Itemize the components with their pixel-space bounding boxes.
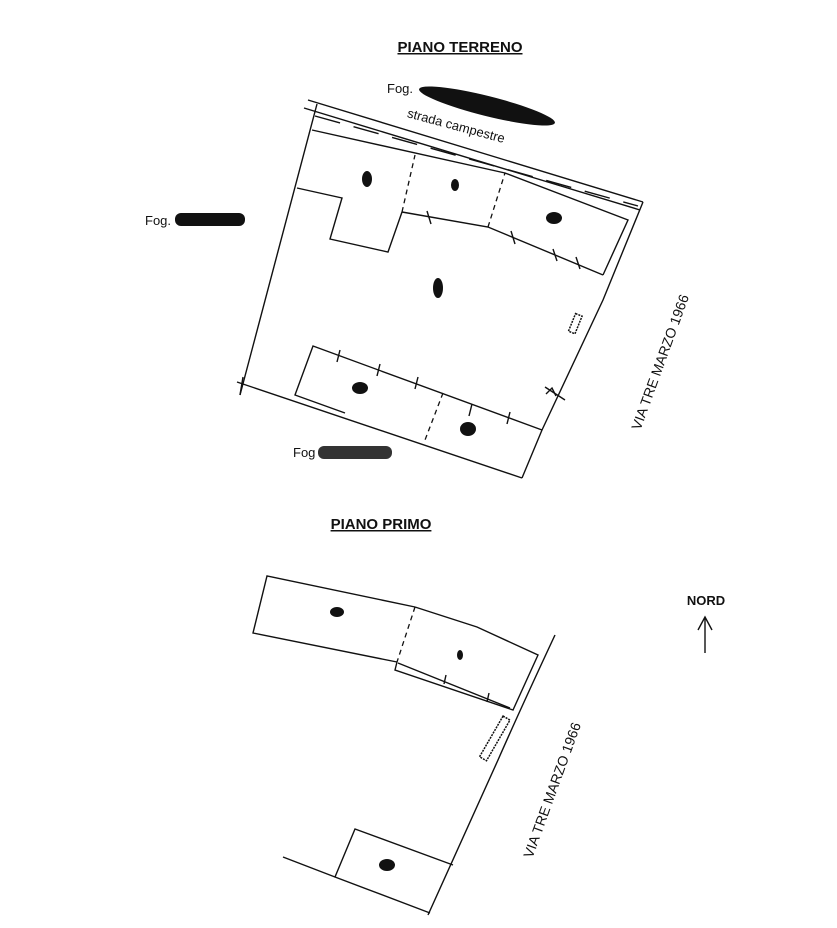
first-floor-plan: PIANO PRIMO VIA TRE MARZO 1966: [252, 516, 584, 916]
street-label: VIA TRE MARZO 1966: [628, 292, 692, 432]
building-wall: [294, 345, 543, 431]
road-centerline: [314, 115, 639, 207]
redaction-mark: [175, 213, 245, 226]
redaction-mark: [318, 446, 392, 459]
street-label: VIA TRE MARZO 1966: [520, 720, 584, 860]
street-boundary: [427, 634, 556, 916]
unit-division: [424, 392, 444, 441]
stairs-icon: [478, 715, 511, 762]
north-indicator: NORD: [687, 593, 725, 653]
parcel-label-top: Fog.: [387, 81, 413, 96]
building-wall: [311, 129, 629, 276]
building-wall: [296, 187, 403, 253]
road-edge: [303, 107, 641, 211]
building-wall: [334, 828, 454, 914]
north-arrow-icon: [697, 615, 713, 653]
building-wall: [252, 575, 416, 663]
unit-number-marks: [330, 607, 463, 871]
first-floor-title: PIANO PRIMO: [331, 516, 432, 533]
unit-division: [487, 172, 506, 228]
redaction-mark: [419, 86, 555, 126]
stairs-icon: [567, 312, 584, 335]
parcel-label-bottom: Fog: [293, 445, 315, 460]
ground-floor-title: PIANO TERRENO: [397, 39, 522, 56]
unit-number-marks: [352, 171, 562, 436]
balcony-line: [397, 662, 511, 709]
building-wall: [401, 211, 604, 276]
parcel-boundary: [282, 856, 336, 878]
parcel-boundary: [236, 381, 523, 479]
entrance-arrow-icon: [545, 386, 557, 397]
ground-floor-plan: PIANO TERRENO Fog. Fog. Fog strada campe…: [145, 39, 692, 479]
unit-division: [396, 606, 416, 663]
parcel-label-left: Fog.: [145, 213, 171, 228]
building-wall: [394, 606, 539, 711]
unit-division: [401, 154, 416, 213]
parcel-boundary: [239, 103, 318, 396]
north-label: NORD: [687, 593, 725, 608]
street-boundary: [521, 201, 644, 479]
road-edge: [307, 99, 644, 203]
